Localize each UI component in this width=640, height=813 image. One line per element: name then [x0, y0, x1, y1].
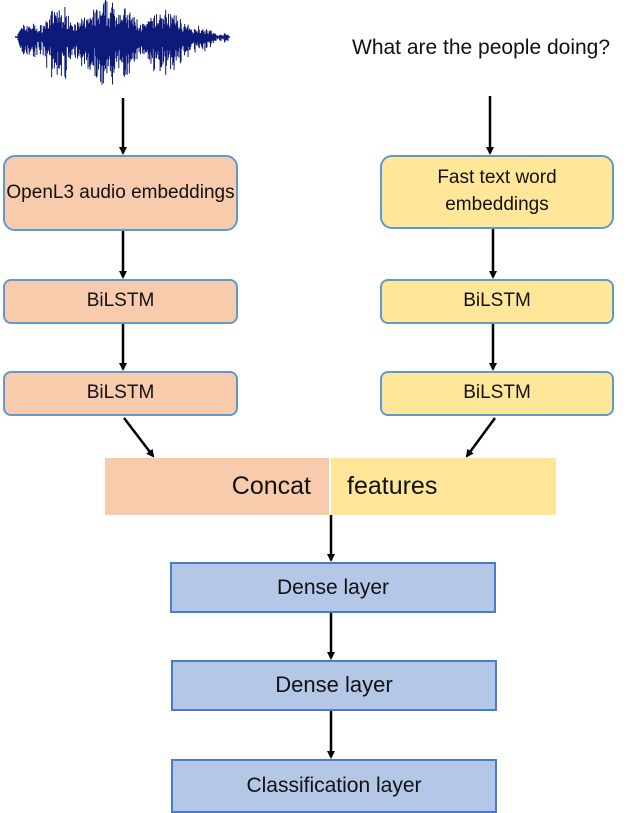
dense-layer-1: Dense layer — [170, 562, 496, 613]
classification-layer: Classification layer — [171, 759, 497, 813]
audio-bilstm-2: BiLSTM — [3, 371, 238, 416]
concat-audio-part: Concat — [105, 458, 329, 515]
fasttext-embedding-box: Fast text word embeddings — [380, 155, 614, 229]
dense-layer-2: Dense layer — [171, 660, 497, 711]
audio-bilstm-1: BiLSTM — [3, 279, 238, 324]
openl3-embedding-box: OpenL3 audio embeddings — [3, 155, 238, 231]
concat-text-part: features — [331, 458, 556, 515]
arrow-audio-bilstm-to-concat — [123, 417, 155, 458]
audio-waveform-icon — [15, 0, 230, 85]
text-bilstm-2: BiLSTM — [380, 371, 614, 416]
waveform-path — [17, 0, 229, 85]
question-text: What are the people doing? — [352, 36, 611, 59]
text-bilstm-1: BiLSTM — [380, 279, 614, 324]
arrow-text-bilstm-to-concat — [465, 417, 497, 458]
